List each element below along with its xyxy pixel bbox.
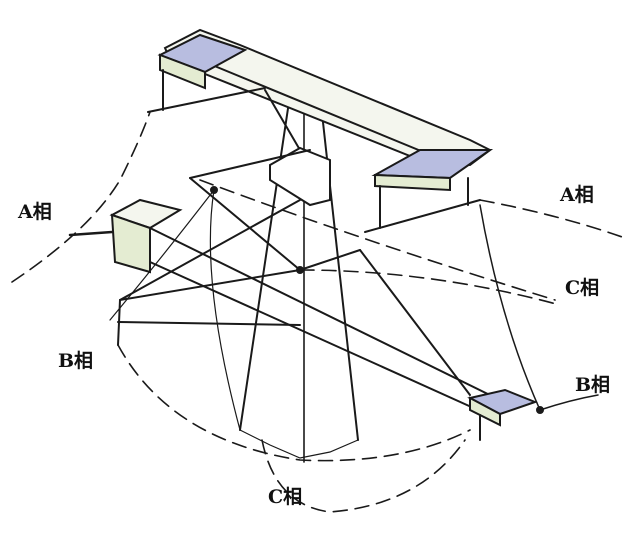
- upper-crossarm: [147, 28, 494, 233]
- label-a-phase-left: A相: [18, 201, 52, 223]
- lower-crossarm: [68, 149, 544, 441]
- label-b-phase-right: B相: [575, 374, 611, 396]
- label-c-phase-right: C相: [565, 277, 600, 299]
- label-c-phase-bottom: C相: [268, 486, 303, 508]
- tower-mast: [239, 79, 359, 463]
- label-b-phase-left: B相: [58, 350, 94, 372]
- label-a-phase-right: A相: [560, 184, 594, 206]
- a-phase-lead: [479, 204, 541, 411]
- conductor-paths: [11, 111, 626, 513]
